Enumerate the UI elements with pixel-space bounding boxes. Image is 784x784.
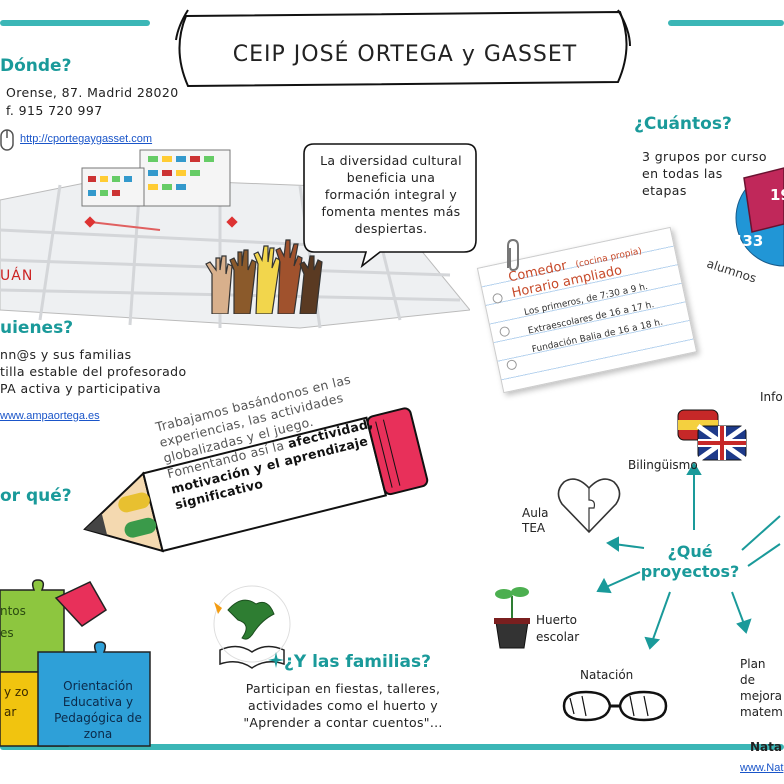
ampa-website-link[interactable]: www.ampaortega.es [0,410,100,422]
bottom-line [0,744,784,750]
pencil-illustration [83,407,429,553]
top-left-line [0,20,150,26]
donde-heading: Dónde? [0,56,72,76]
book-dragon-icon [213,585,291,669]
proyecto-plan-mejora: Plan de mejora matem [740,657,783,719]
puzzle-pieces-icon [0,579,151,747]
donde-address: Orense, 87. Madrid 28020 [6,85,179,100]
familias-text: Participan en fiestas, talleres, activid… [243,681,443,730]
proyectos-center: ¿Qué proyectos? [640,542,740,581]
top-right-line [668,20,784,26]
quienes-line-2: tilla estable del profesorado [0,364,187,379]
flags-icon [677,409,748,462]
title-banner [175,9,631,88]
quienes-line-1: nn@s y sus familias [0,347,132,362]
school-website-link[interactable]: http://cportegaygasset.com [20,133,153,145]
proyectos-arrows [596,462,781,650]
speech-bubble [303,143,477,269]
footer-link[interactable]: www.Nat [740,762,784,774]
sparkle-icon [268,652,284,668]
puzzle-orientacion-text: Orientación Educativa y Pedagógica de zo… [54,679,142,741]
pie-main-number: 433 [732,232,764,250]
plant-pot-icon [494,587,530,649]
note-hole-3 [505,358,518,371]
donde-phone: f. 915 720 997 [6,103,103,118]
puzzle-heart-icon [557,478,621,534]
quienes-line-3: PA activa y participativa [0,381,162,396]
footer-name: Nata [750,740,782,754]
proyecto-bilinguismo: Bilingüismo [628,458,698,472]
swim-goggles-icon [562,690,668,722]
quienes-heading: uienes? [0,318,74,338]
page-title: CEIP JOSÉ ORTEGA y GASSET [232,42,578,67]
proyecto-huerto: Huerto escolar [536,613,580,644]
note-hole-1 [491,292,504,305]
familias-heading: ¿Y las familias? [284,652,431,672]
proyecto-aula-tea: Aula TEA [522,506,549,535]
paperclip-icon [507,238,519,272]
map-street-label: UÁN [0,268,34,284]
cuantos-heading: ¿Cuántos? [634,114,732,134]
school-building-icon [81,149,231,207]
porque-heading: or qué? [0,486,72,506]
mouse-icon [0,129,14,151]
familias-heading-text: ¿Y las familias? [284,652,431,672]
proyecto-info: Info [760,390,783,404]
students-pie-chart [735,167,784,267]
bubble-text: La diversidad cultural beneficia una for… [320,153,462,236]
puzzle-left-bottom-text: y zo ar [4,685,29,719]
proyecto-natacion: Natación [580,668,634,682]
note-hole-2 [498,325,511,338]
raised-hands-icon [205,239,323,314]
cuantos-text: 3 grupos por curso en todas las etapas [642,149,767,198]
pie-small-number: 19 [770,186,784,204]
puzzle-left-top-text: ntos es [0,604,26,640]
